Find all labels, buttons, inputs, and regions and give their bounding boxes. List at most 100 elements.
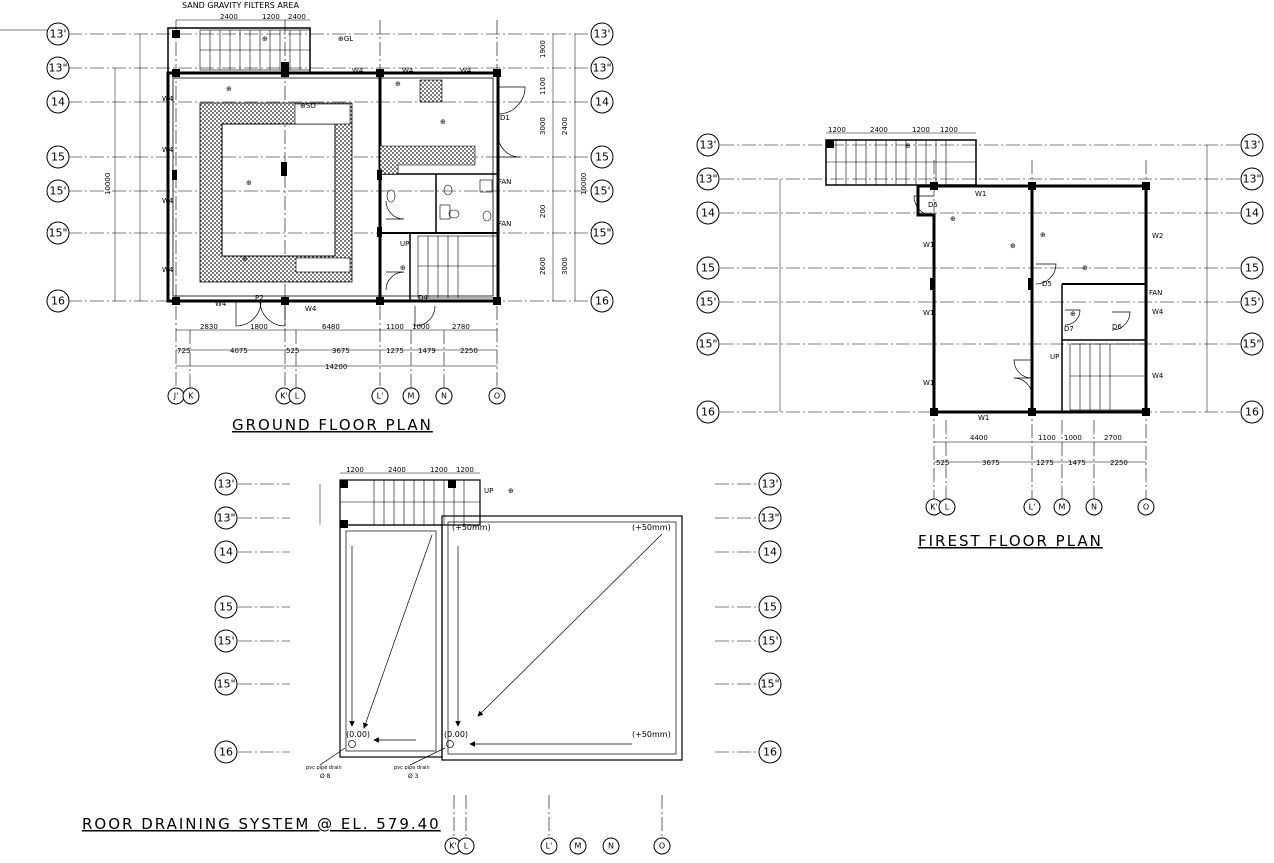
dim-label: 1000 [1064,434,1082,442]
grid-label: 14 [595,96,609,109]
grid-label: J' [173,392,179,401]
grid-label: L' [377,392,384,401]
grid-label: 16 [763,746,777,759]
grid-label: K [188,392,194,401]
dim-label: 4075 [230,347,248,355]
grid-label: 15" [592,227,611,240]
grid-label: M [408,392,415,401]
ground-col-bubbles: J' K K' L L' M N O [167,387,506,405]
svg-text:⊕: ⊕ [950,215,956,223]
ground-doors [235,86,526,327]
svg-text:W4: W4 [352,67,364,75]
sand-filter-hatch [199,102,353,283]
svg-text:D5: D5 [928,201,938,209]
svg-text:W4: W4 [1152,308,1164,316]
svg-text:⊕: ⊕ [1040,231,1046,239]
grid-label: 15' [699,296,716,309]
grid-label: 16 [219,746,233,759]
dim-label: 1000 [412,323,430,331]
roof-drain-arrows [319,533,663,766]
svg-text:⊕: ⊕ [262,35,268,43]
svg-text:W4: W4 [162,266,174,274]
svg-text:P2: P2 [255,294,264,302]
pipe-note: pvc pipe drain [306,765,342,771]
level-label: (+50mm) [632,730,671,739]
svg-text:⊕: ⊕ [246,179,252,187]
grid-label: 13' [699,139,716,152]
dim-label: 2400 [388,466,406,474]
grid-label: L' [546,842,553,851]
dim-label: 2400 [220,13,238,21]
grid-label: 15 [595,151,609,164]
grid-label: N [441,392,447,401]
svg-text:⊕: ⊕ [440,118,446,126]
svg-text:⊕: ⊕ [508,487,514,495]
svg-text:⊕: ⊕ [1010,242,1016,250]
dim-label: 725 [177,347,190,355]
first-stairs [826,140,1147,411]
dim-label: 2400 [288,13,306,21]
svg-text:⊕SO: ⊕SO [300,102,316,110]
pipe-note: pvc pipe drain [394,765,430,771]
grid-label: 13" [760,512,779,525]
grid-label: 14 [1245,207,1259,220]
svg-text:W4: W4 [162,197,174,205]
dim-label: 1200 [828,126,846,134]
first-grid-lines [720,144,1252,500]
svg-text:UP: UP [400,240,409,248]
grid-label: 15" [48,227,67,240]
ground-row-bubbles: 13' 13" 14 15 15' 15" 16 13' 13" 14 15 1… [46,22,614,313]
roof-outline [339,479,683,761]
svg-text:D7: D7 [1064,325,1074,333]
grid-label: 15 [763,601,777,614]
grid-label: 13" [48,62,67,75]
svg-text:Ø 8: Ø 8 [320,773,331,780]
grid-label: K' [280,392,287,401]
grid-label: 13' [761,478,778,491]
grid-label: 15 [219,601,233,614]
svg-text:⊕: ⊕ [905,142,911,150]
grid-label: 15" [698,338,717,351]
first-columns [826,140,1150,416]
svg-text:W4: W4 [162,95,174,103]
dim-label: 10000 [580,173,588,195]
first-row-bubbles: 13' 13" 14 15 15' 15" 16 13' 13" 14 15 1… [696,133,1264,424]
ground-bottom-dims [176,329,497,367]
dim-label: 1200 [430,466,448,474]
grid-label: 14 [701,207,715,220]
grid-label: K' [930,503,937,512]
grid-label: 13" [1242,173,1261,186]
ground-bottom-dim-text: 2830 1800 6480 1100 1000 2780 725 4075 5… [177,323,478,371]
grid-label: 15 [51,151,65,164]
ground-walls [166,27,500,303]
first-bottom-dims: 4400 1100 1000 2700 525 3675 1275 1475 2… [936,434,1128,467]
dim-label: 1275 [1036,459,1054,467]
svg-text:W2: W2 [1152,232,1163,240]
dim-label: 2780 [452,323,470,331]
svg-text:W4: W4 [1152,372,1164,380]
grid-label: N [1091,503,1097,512]
grid-label: 15" [1242,338,1261,351]
grid-label: 13' [217,478,234,491]
svg-text:FAN: FAN [498,220,511,228]
dim-label: 1200 [456,466,474,474]
first-floor-title: FIREST FLOOR PLAN [918,532,1103,550]
svg-text:W4: W4 [215,300,227,308]
dim-label: 2830 [200,323,218,331]
grid-label: 15' [761,635,778,648]
grid-label: 15' [217,635,234,648]
grid-label: 16 [51,295,65,308]
level-label: (+50mm) [632,523,671,532]
svg-text:⊕: ⊕ [400,264,406,272]
svg-text:D1: D1 [500,114,510,122]
ground-top-note: SAND GRAVITY FILTERS AREA [182,1,299,10]
level-label: (0.00) [444,730,468,739]
roof-columns [340,480,456,528]
dim-label: 2700 [1104,434,1122,442]
dim-label: 1200 [346,466,364,474]
dim-label: 525 [936,459,949,467]
svg-text:W4: W4 [402,67,414,75]
